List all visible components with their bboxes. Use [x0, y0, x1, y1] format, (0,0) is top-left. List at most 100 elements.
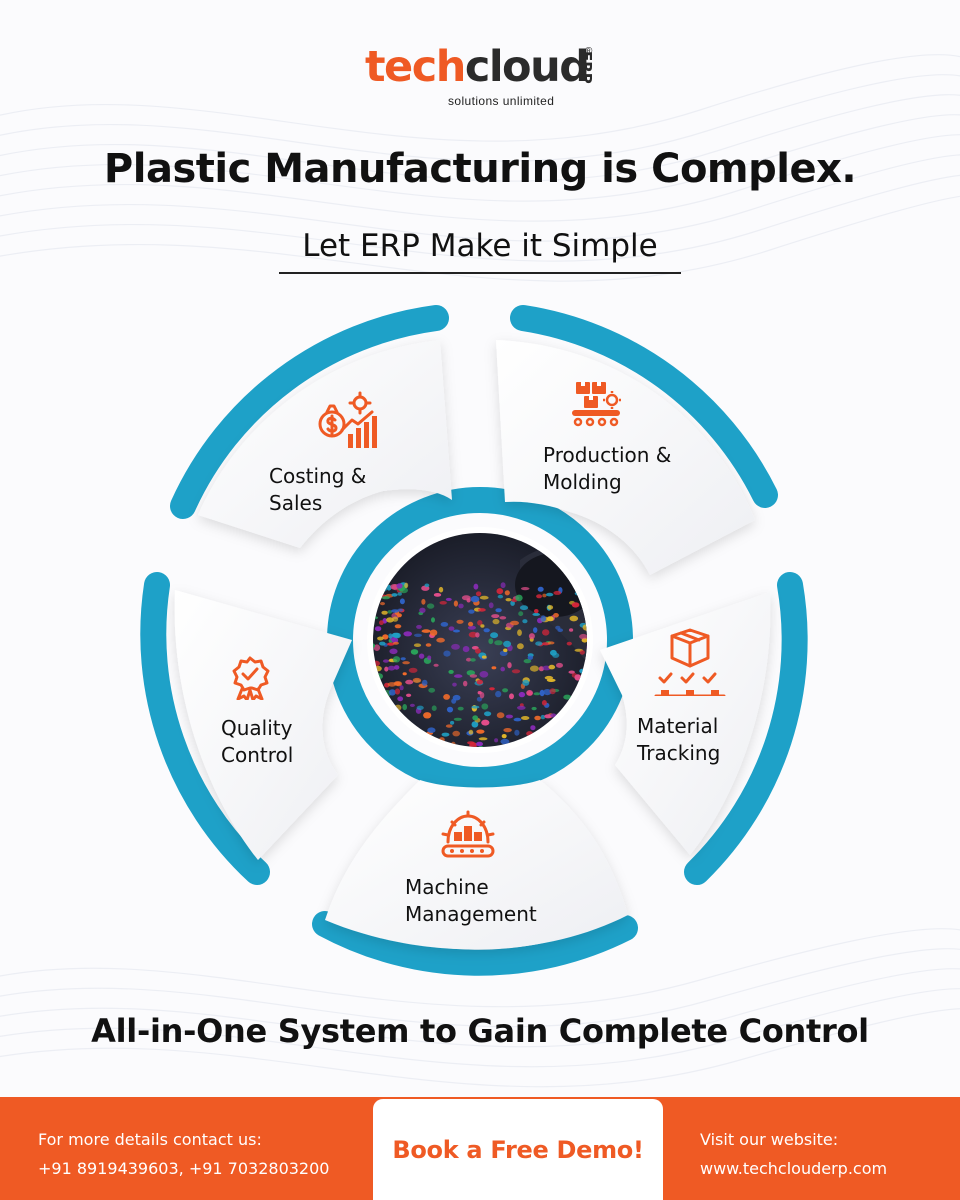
pellet — [450, 720, 455, 725]
pellet — [397, 729, 404, 735]
pellet — [537, 586, 544, 592]
pellet — [381, 610, 388, 615]
bottom-tagline: All-in-One System to Gain Complete Contr… — [91, 1012, 869, 1050]
pellet — [505, 598, 512, 602]
pellet — [535, 641, 543, 646]
pellet — [418, 653, 425, 659]
pellet — [569, 615, 579, 622]
pellet — [521, 716, 530, 720]
pellet — [443, 650, 451, 657]
pellet — [425, 643, 432, 647]
pellet — [545, 737, 553, 744]
segment-label-line: Costing & — [269, 464, 367, 488]
pellet — [445, 724, 453, 728]
book-free-demo-button[interactable]: Book a Free Demo! — [373, 1099, 663, 1200]
logo-registered-mark: ® — [585, 46, 593, 57]
pellet — [421, 679, 428, 686]
pellet — [387, 665, 396, 671]
pellet — [540, 615, 547, 622]
pellet — [488, 638, 494, 645]
footer-contact-phones[interactable]: +91 8919439603, +91 7032803200 — [38, 1159, 330, 1178]
pellet — [492, 618, 500, 625]
pellet — [397, 592, 402, 596]
pellet — [497, 594, 504, 599]
pellet — [483, 628, 490, 633]
pellet — [590, 584, 595, 590]
pellet — [395, 729, 402, 734]
book-free-demo-label: Book a Free Demo! — [392, 1135, 644, 1164]
pellet — [477, 691, 482, 695]
pellet — [424, 744, 432, 747]
pellet — [471, 721, 479, 728]
pellet — [563, 694, 572, 700]
pellet — [548, 664, 556, 670]
pellet — [454, 674, 463, 678]
pellet — [533, 627, 538, 633]
pellet — [522, 679, 530, 686]
production-molding-icon — [572, 382, 621, 427]
pellet — [518, 611, 524, 617]
footer-contact-label: For more details contact us: — [38, 1130, 262, 1149]
pellet — [399, 598, 405, 605]
pellet — [517, 643, 524, 650]
pellet — [495, 690, 502, 698]
pellet — [383, 715, 393, 720]
pellet — [583, 686, 587, 691]
pellet — [392, 616, 399, 622]
subheadline-underline — [279, 272, 681, 274]
footer-contact: For more details contact us: +91 8919439… — [38, 1125, 329, 1183]
pellet — [462, 646, 470, 653]
pellet — [547, 605, 554, 610]
pellet — [421, 629, 431, 633]
pellet — [494, 640, 503, 646]
pellet — [476, 679, 483, 685]
pellet — [416, 624, 422, 629]
pellet — [521, 587, 530, 591]
logo-tagline: solutions unlimited — [448, 94, 555, 108]
pellet — [396, 583, 403, 589]
pellet — [466, 657, 472, 662]
pellet — [568, 670, 575, 674]
pellet — [480, 624, 485, 628]
pellet — [392, 656, 401, 663]
pellet — [501, 734, 507, 739]
pellet — [389, 714, 397, 719]
pellet — [499, 616, 507, 620]
pellet — [527, 655, 533, 660]
segment-label-line: Material — [637, 714, 719, 738]
pellet — [384, 666, 389, 672]
segment-production-molding — [496, 340, 755, 575]
logo-word-cloud: cloud — [464, 42, 590, 92]
pellet — [535, 739, 542, 746]
costing-sales-icon — [318, 391, 377, 448]
pellet — [451, 643, 460, 650]
pellet — [481, 719, 490, 726]
pellet — [544, 714, 552, 719]
pellet — [546, 616, 554, 622]
footer-website-link[interactable]: www.techclouderp.com — [700, 1159, 888, 1178]
pellet — [377, 636, 384, 641]
pellet — [456, 619, 464, 624]
pellet — [484, 711, 492, 717]
pellet — [545, 592, 554, 597]
pellet — [458, 603, 464, 609]
pellet — [373, 644, 381, 651]
pellet — [402, 661, 410, 665]
pellet — [416, 705, 424, 710]
pellet — [388, 689, 396, 696]
pellet — [412, 677, 422, 683]
pellet — [502, 688, 509, 693]
pellet — [386, 584, 392, 591]
pellet — [574, 674, 582, 681]
segment-label-line: Molding — [543, 470, 622, 494]
pellet — [495, 608, 502, 613]
pellet — [530, 725, 536, 731]
pellet — [517, 705, 526, 710]
pellet — [540, 714, 546, 720]
pellet — [382, 634, 389, 640]
pellet — [534, 715, 541, 721]
segment-label-machine-management: Machine Management — [405, 874, 537, 928]
pellet — [406, 693, 412, 697]
pellet — [569, 628, 574, 632]
